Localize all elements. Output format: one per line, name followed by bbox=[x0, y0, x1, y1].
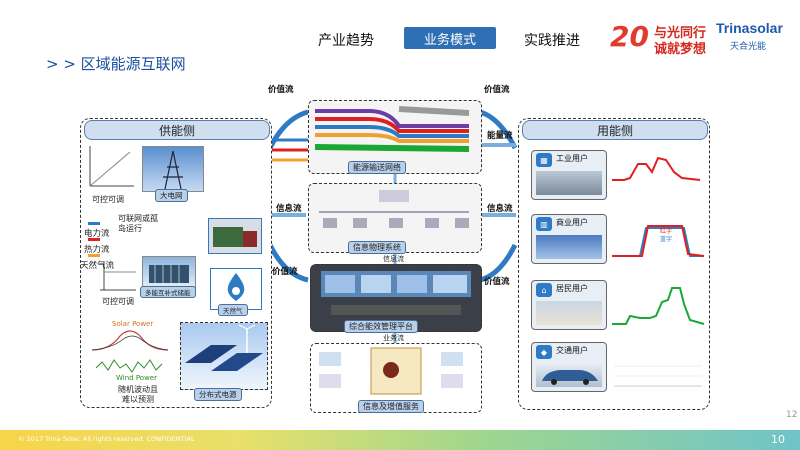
transport-user-image bbox=[536, 363, 602, 387]
anniversary-logo: 20 与光同行 诚就梦想 bbox=[610, 20, 710, 57]
distributed-power-image bbox=[180, 322, 268, 390]
value-flow-arrow-left-top bbox=[267, 109, 309, 150]
footer-bar bbox=[0, 430, 800, 450]
anniversary-number: 20 bbox=[610, 20, 649, 53]
footer-page-number: 10 bbox=[771, 433, 785, 446]
factory-icon: ▦ bbox=[536, 153, 552, 167]
semi-controllable-chart bbox=[100, 262, 136, 291]
wind-power-label: Wind Power bbox=[116, 374, 157, 382]
trina-brand-name: Trinasolar bbox=[716, 20, 783, 36]
commercial-user-label: 商业用户 bbox=[556, 218, 588, 227]
residential-user-card[interactable]: ⌂ 居民用户 bbox=[531, 280, 607, 330]
energy-management-caption: 综合能效管理平台 bbox=[344, 320, 418, 333]
gas-source-box bbox=[210, 268, 262, 310]
anniversary-slogan-2: 诚就梦想 bbox=[654, 42, 707, 57]
nav-tab-business-model[interactable]: 业务模式 bbox=[404, 27, 496, 49]
energy-network-caption: 能源输送网络 bbox=[348, 161, 406, 174]
value-flow-label-bottom-right: 价值流 bbox=[484, 277, 510, 287]
commercial-legend-red: 红字 bbox=[660, 228, 673, 235]
storage-caption: 多能互补式储能 bbox=[140, 286, 196, 298]
value-flow-label-top-right: 价值流 bbox=[484, 85, 510, 95]
supply-side-title: 供能侧 bbox=[84, 120, 270, 140]
building-icon: ▥ bbox=[536, 217, 552, 231]
nav-tab-practice[interactable]: 实践推进 bbox=[524, 33, 580, 49]
industrial-user-card[interactable]: ▦ 工业用户 bbox=[531, 150, 607, 200]
electric-legend-label: 电力流 bbox=[84, 229, 110, 239]
cyber-physical-caption: 信息物理系统 bbox=[348, 241, 406, 254]
wind-power-chart bbox=[95, 359, 163, 373]
commercial-legend-blue: 蓝字 bbox=[660, 236, 673, 243]
footer-copyright: © 2017 Trina Solar. All rights reserved.… bbox=[18, 435, 195, 443]
random-label: 随机波动且 bbox=[118, 385, 158, 394]
industrial-user-label: 工业用户 bbox=[556, 154, 588, 163]
commercial-user-image bbox=[536, 235, 602, 259]
distributed-power-caption: 分布式电源 bbox=[194, 388, 242, 401]
commercial-load-chart bbox=[612, 225, 705, 257]
cchp-image bbox=[208, 218, 262, 254]
value-flow-label-bottom-left: 价值流 bbox=[272, 267, 298, 277]
value-flow-arrow-left-bottom bbox=[267, 243, 309, 283]
island-label: 岛运行 bbox=[118, 224, 142, 233]
transport-user-card[interactable]: ◆ 交通用户 bbox=[531, 342, 607, 392]
solar-power-label: Solar Power bbox=[112, 320, 154, 328]
grid-connect-label: 可联网或孤 bbox=[118, 214, 158, 223]
business-flow-label: 业务流 bbox=[383, 334, 404, 342]
grid-caption: 大电网 bbox=[155, 189, 188, 202]
electric-legend-swatch bbox=[88, 222, 100, 225]
house-icon: ⌂ bbox=[536, 283, 552, 297]
gas-caption: 天然气 bbox=[218, 304, 248, 316]
anniversary-slogan-1: 与光同行 bbox=[654, 26, 707, 41]
residential-user-image bbox=[536, 301, 602, 325]
solar-power-chart bbox=[91, 330, 169, 351]
industrial-user-image bbox=[536, 171, 602, 195]
page-title: > > 区域能源互联网 bbox=[46, 55, 186, 73]
demand-side-title: 用能侧 bbox=[522, 120, 708, 140]
value-flow-label-top-left: 价值流 bbox=[268, 85, 294, 95]
gas-legend-swatch bbox=[88, 254, 100, 257]
energy-flow-label: 能量流 bbox=[487, 131, 513, 141]
value-flow-arrow-right-bottom bbox=[479, 243, 518, 283]
trina-logo: Trinasolar 天合光能 bbox=[716, 20, 796, 54]
storage-image bbox=[142, 256, 196, 288]
transport-user-label: 交通用户 bbox=[556, 346, 588, 355]
residential-user-label: 居民用户 bbox=[556, 284, 588, 293]
car-icon: ◆ bbox=[536, 345, 552, 359]
value-added-services-caption: 信息及增值服务 bbox=[358, 400, 424, 413]
hard-predict-label: 难以预测 bbox=[122, 395, 154, 404]
industrial-load-chart bbox=[612, 156, 701, 181]
info-flow-label-left: 信息流 bbox=[276, 204, 302, 214]
heat-legend-label: 热力流 bbox=[84, 245, 110, 255]
residential-load-chart bbox=[612, 287, 705, 325]
grid-tower-image bbox=[142, 146, 204, 192]
info-flow-label-center: 信息流 bbox=[383, 255, 404, 263]
semi-controllable-label: 可控可调 bbox=[102, 297, 134, 306]
slide-number-gray: 12 bbox=[786, 410, 798, 420]
controllable-chart bbox=[89, 146, 134, 187]
transport-load-chart bbox=[614, 365, 702, 387]
heat-legend-swatch bbox=[88, 238, 100, 241]
info-flow-label-right: 信息流 bbox=[487, 204, 513, 214]
trina-brand-cn: 天合光能 bbox=[730, 42, 767, 52]
controllable-label: 可控可调 bbox=[92, 195, 124, 204]
nav-tab-industry-trend[interactable]: 产业趋势 bbox=[318, 33, 374, 49]
gas-legend-label: 天然气流 bbox=[80, 261, 115, 271]
commercial-user-card[interactable]: ▥ 商业用户 bbox=[531, 214, 607, 264]
